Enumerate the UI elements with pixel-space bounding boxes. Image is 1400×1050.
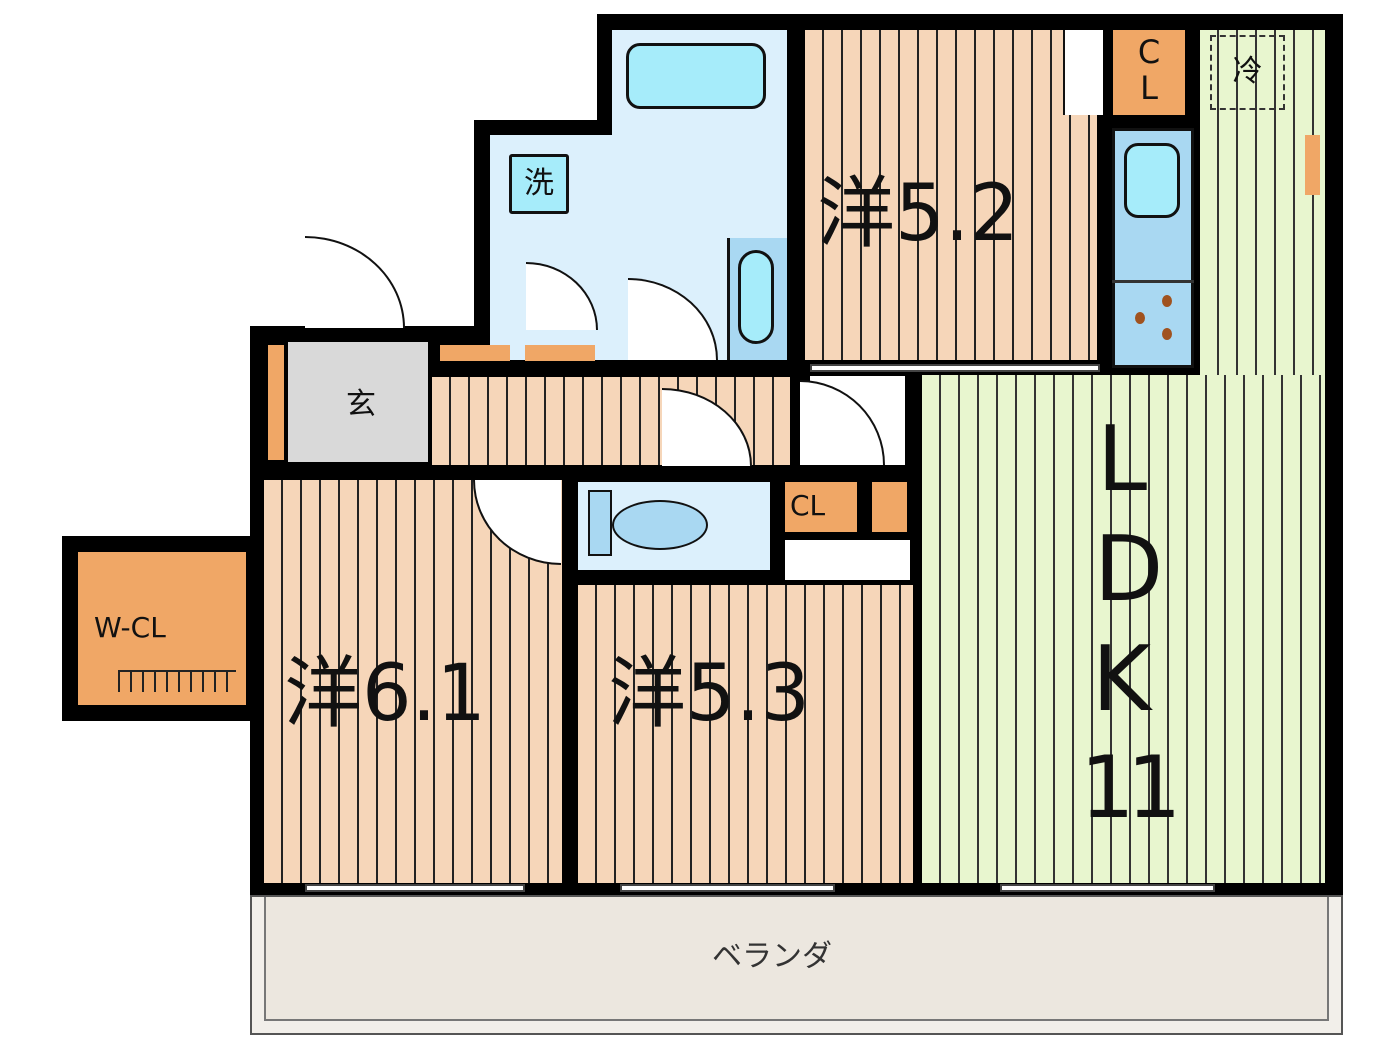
room-western-5-2: 洋5.2 [805,30,1097,360]
veranda: ベランダ [250,895,1343,1035]
ldk-letter-d: D [1094,517,1164,622]
kitchen-sink [1124,143,1180,218]
ldk-storage [1305,135,1320,195]
washer-space: 洗 [505,150,585,230]
closet-mid-label: CL [790,489,826,522]
closet-top-doors[interactable] [1063,30,1103,115]
hall-closet-2 [525,345,595,361]
ldk-size: 11 [1080,738,1181,838]
room-5-2-window [810,364,1100,372]
closet-mid-doors[interactable] [785,540,910,580]
closet-top: C L [1113,30,1185,115]
closet-mid: CL [785,482,857,532]
burner-icon [1162,295,1172,307]
veranda-inner [264,897,1329,1021]
walk-in-closet-label: W-CL [94,611,166,644]
washer-label: 洗 [509,154,569,214]
ldk-window [1000,884,1215,892]
ldk-letter-l: L [1097,407,1148,512]
shoe-cabinet [268,345,284,460]
fridge-space: 冷 [1210,35,1285,110]
closet-top-c: C [1137,33,1161,71]
room-western-5-2-label: 洋5.2 [817,169,1020,259]
room-6-1-window [305,884,525,892]
entrance: 玄 [288,342,428,462]
room-western-6-1-label: 洋6.1 [284,649,487,739]
bathtub [626,43,766,109]
room-western-5-3: 洋5.3 [578,585,913,883]
toilet-bowl [612,500,708,550]
toilet-tank [588,490,612,556]
ldk-door[interactable] [800,380,885,465]
entrance-label: 玄 [346,387,376,422]
fridge-label: 冷 [1232,54,1263,89]
closet-top-l: L [1140,69,1158,107]
room-ldk: L D K 11 [922,375,1325,883]
stove-burners-icon [1112,280,1194,283]
veranda-label: ベランダ [712,939,832,974]
ldk-letter-k: K [1092,627,1152,732]
walk-in-closet: W-CL [78,552,246,705]
burner-icon [1162,328,1172,340]
front-door[interactable] [305,236,405,328]
burner-icon [1135,312,1145,324]
ldk-upper [1200,30,1325,375]
sink-basin [738,250,774,344]
room-western-5-3-label: 洋5.3 [608,649,811,739]
hanger-rail-icon [118,670,236,692]
hall-closet [440,345,510,361]
closet-mid-2 [872,482,907,532]
room-5-3-window [620,884,835,892]
